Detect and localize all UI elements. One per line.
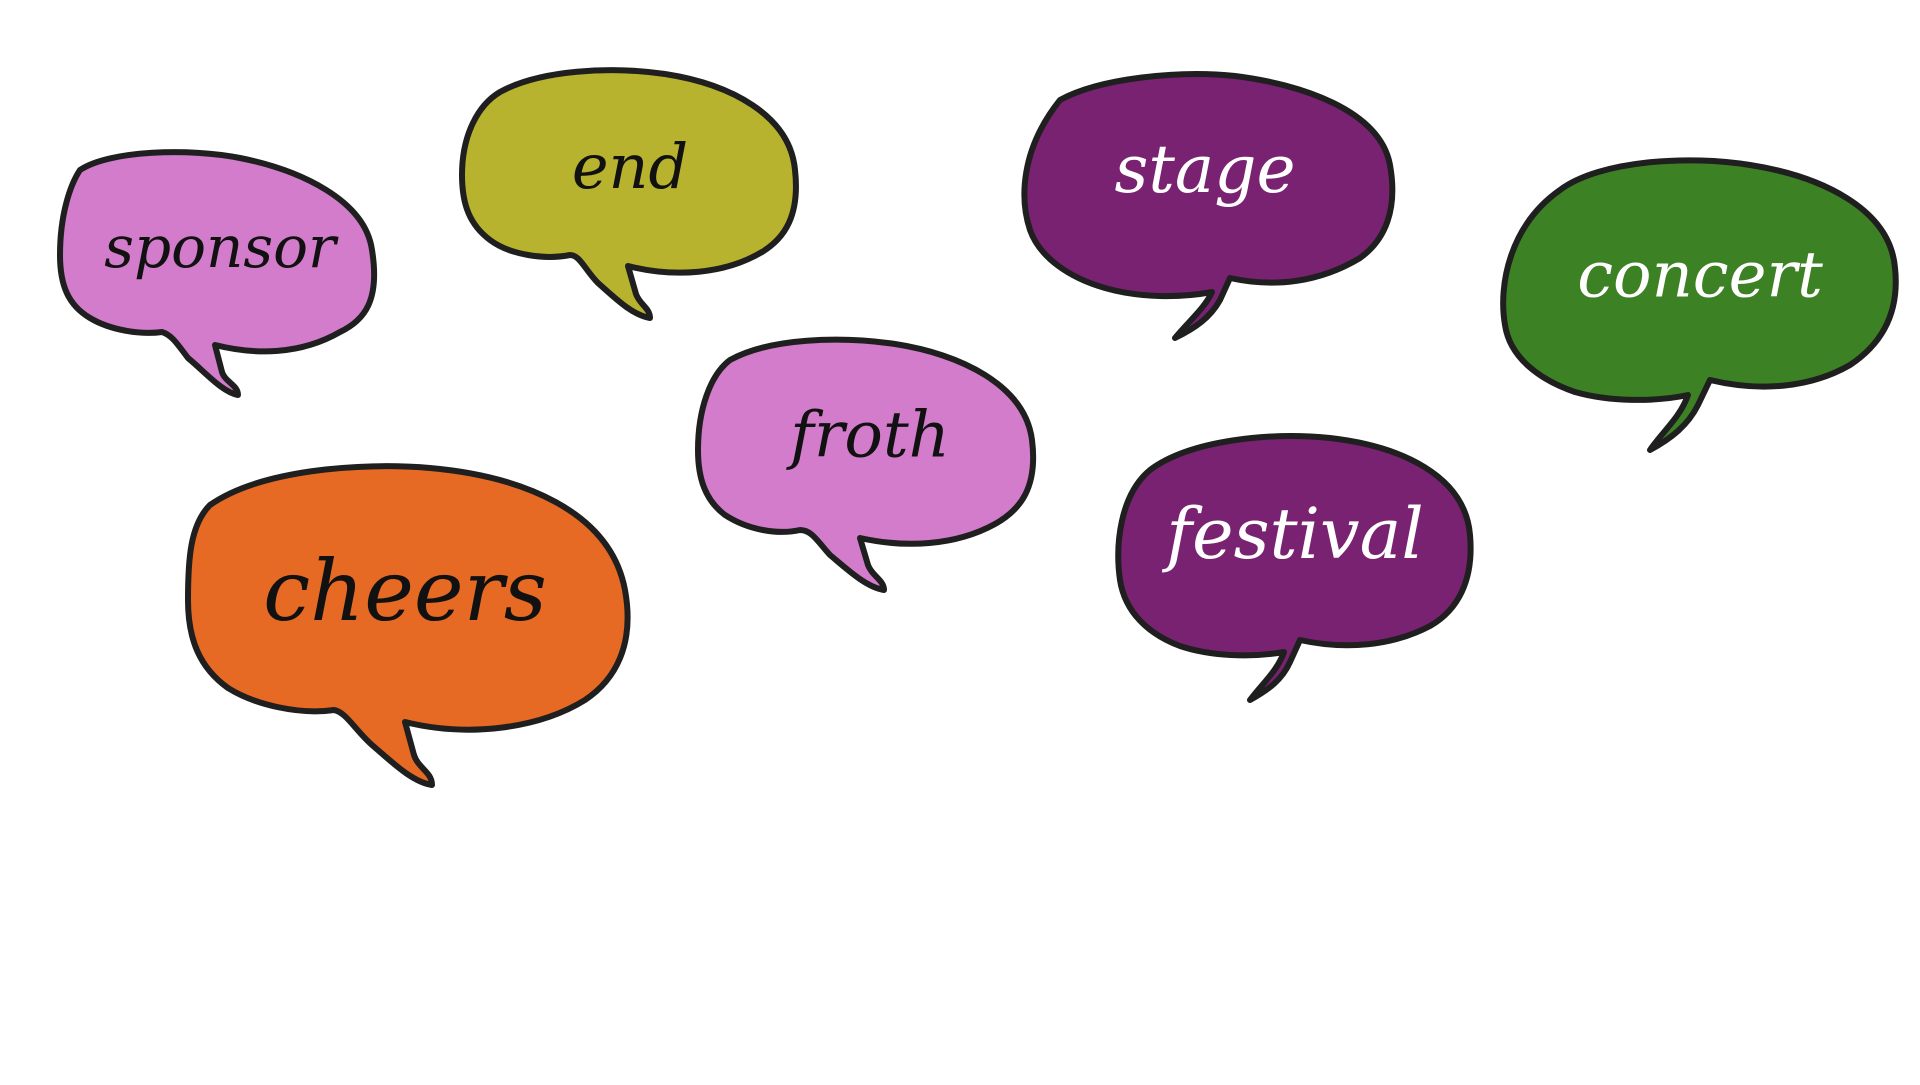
speech-bubble-concert: concert	[1500, 157, 1899, 453]
speech-bubble-festival: festival	[1115, 433, 1474, 703]
bubble-word-sponsor: sponsor	[104, 213, 339, 281]
bubble-shape	[185, 463, 631, 788]
bubble-shape	[57, 149, 378, 398]
bubble-word-cheers: cheers	[263, 542, 547, 640]
bubble-word-festival: festival	[1161, 493, 1423, 575]
speech-bubble-sponsor: sponsor	[57, 149, 378, 398]
speech-bubble-end: end	[459, 67, 799, 321]
speech-bubble-stage: stage	[1021, 71, 1396, 341]
bubble-shape	[1500, 157, 1899, 453]
bubble-word-concert: concert	[1577, 239, 1823, 313]
bubble-word-stage: stage	[1114, 131, 1295, 208]
bubble-shape	[695, 336, 1037, 593]
bubble-shape	[1115, 433, 1474, 703]
speech-bubble-froth: froth	[695, 336, 1037, 593]
bubble-shape	[1021, 71, 1396, 341]
bubble-word-end: end	[572, 130, 688, 203]
speech-bubble-cheers: cheers	[185, 463, 631, 788]
bubble-shape	[459, 67, 799, 321]
bubble-word-froth: froth	[786, 399, 950, 473]
